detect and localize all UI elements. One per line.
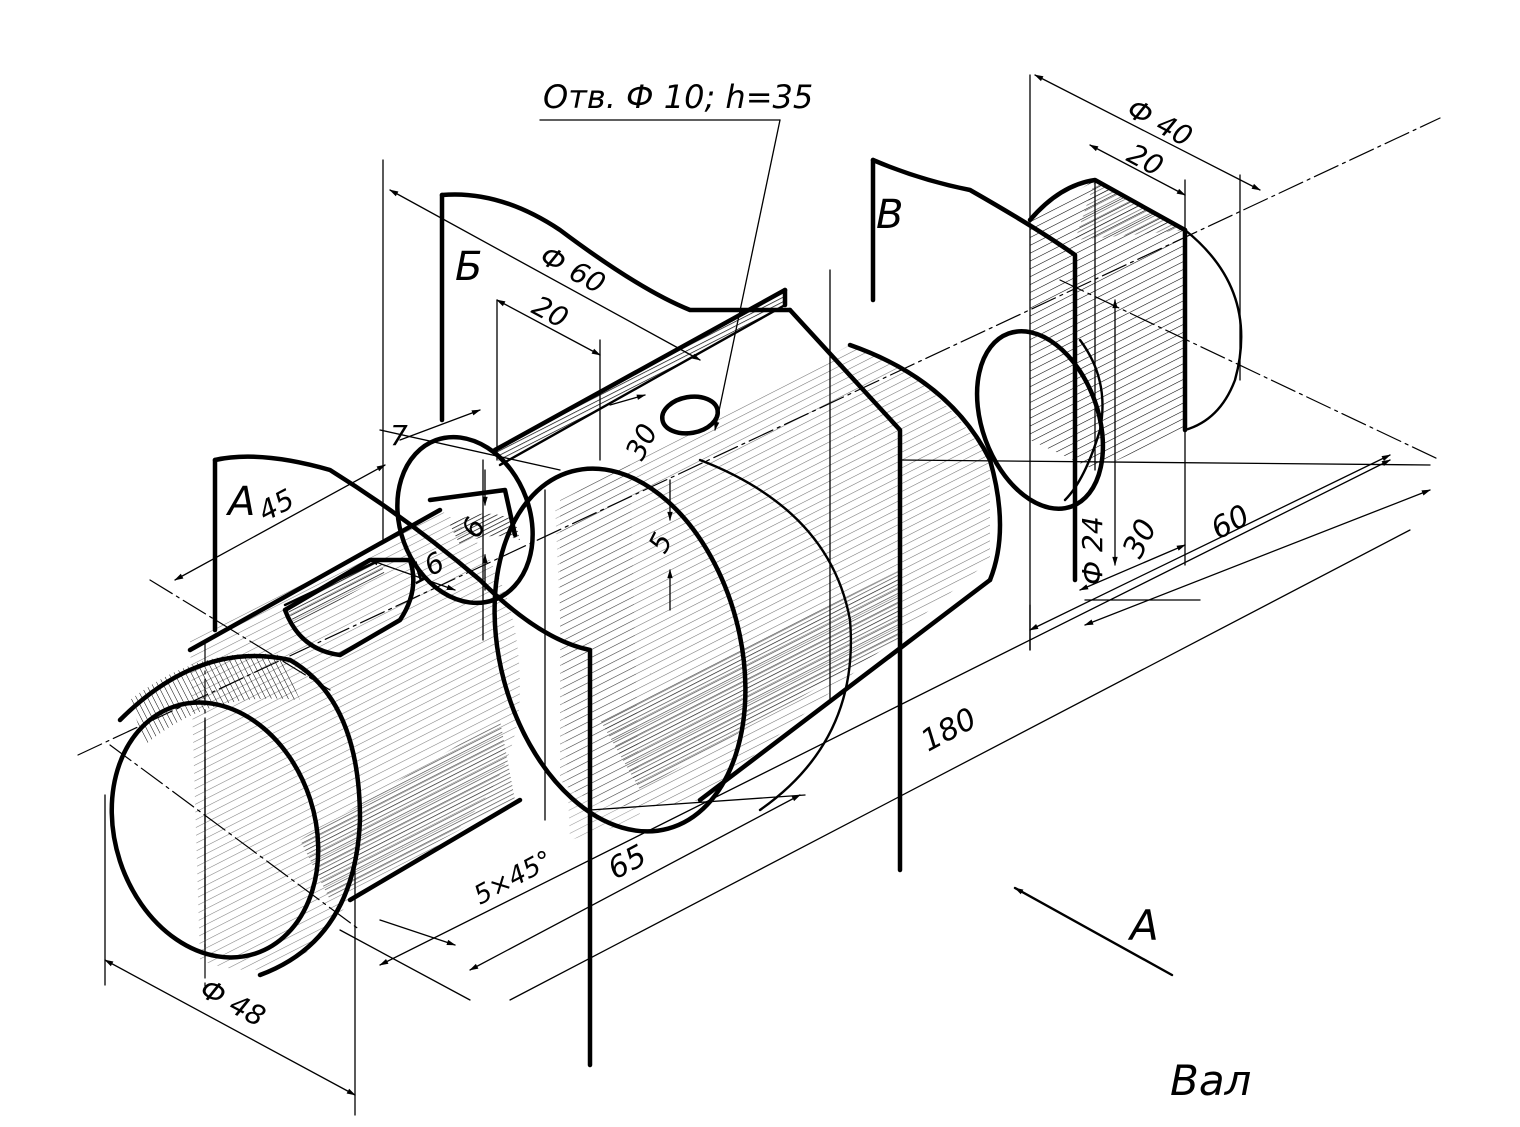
section-label-a: А [225, 479, 255, 525]
section-label-b: Б [455, 244, 482, 290]
keyway-top [492, 287, 788, 467]
view-arrow-label: А [1127, 901, 1159, 950]
view-arrow [1013, 886, 1174, 977]
drawing-title: Вал [1170, 1056, 1251, 1105]
dim-d24: Ф 24 [1076, 516, 1109, 585]
dim-len65: 65 [602, 838, 652, 887]
shaft-end-d40 [1027, 177, 1243, 471]
dim-len45: 45 [253, 482, 300, 528]
dim-len7: 7 [390, 419, 408, 452]
hole-note: Отв. Ф 10; h=35 [543, 78, 813, 116]
dim-len20-flat: 20 [1122, 137, 1169, 183]
dim-len60: 60 [1205, 498, 1255, 547]
dimension-lines [104, 74, 1431, 1096]
dim-len180: 180 [915, 701, 982, 759]
dim-chamfer: 5×45° [469, 845, 558, 911]
dim-len20-key: 20 [527, 289, 574, 335]
dim-d48: Ф 48 [195, 972, 271, 1033]
shaft-end-d48 [109, 507, 523, 978]
section-label-v: В [876, 192, 903, 238]
dim-len30: 30 [1116, 514, 1165, 564]
